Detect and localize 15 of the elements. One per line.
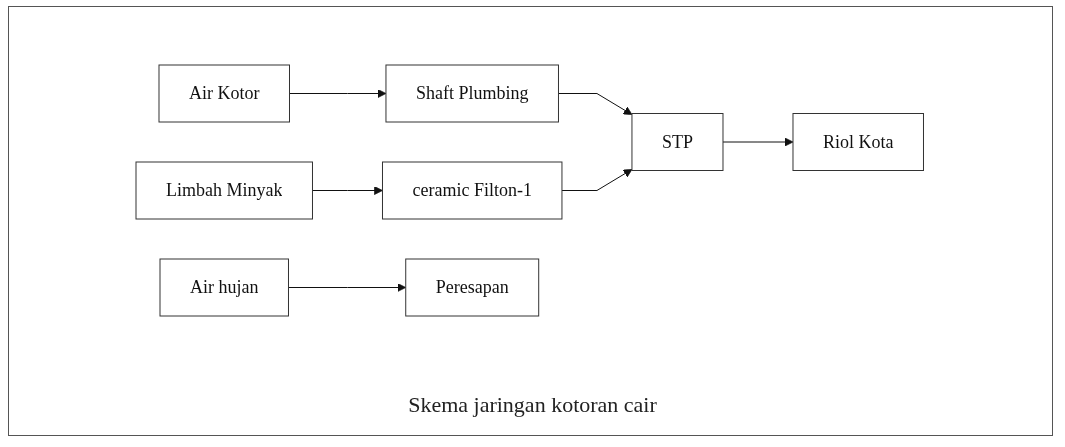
arrow [312, 185, 384, 195]
arrow [289, 88, 387, 98]
arrow [288, 282, 407, 292]
node-box: Limbah Minyak [135, 161, 314, 219]
arrow [722, 137, 794, 146]
caption: Skema jaringan kotoran cair [408, 392, 657, 417]
node-box: Shaft Plumbing [385, 64, 560, 122]
node-box: ceramic Filton-1 [382, 161, 563, 219]
arrow [558, 92, 633, 115]
node-box: Air Kotor [158, 64, 291, 122]
arrow [561, 168, 633, 191]
node-box: Air hujan [159, 258, 290, 316]
node-box: STP [631, 112, 724, 171]
node-box: Riol Kota [792, 112, 925, 171]
node-box: Peresapan [405, 258, 540, 316]
